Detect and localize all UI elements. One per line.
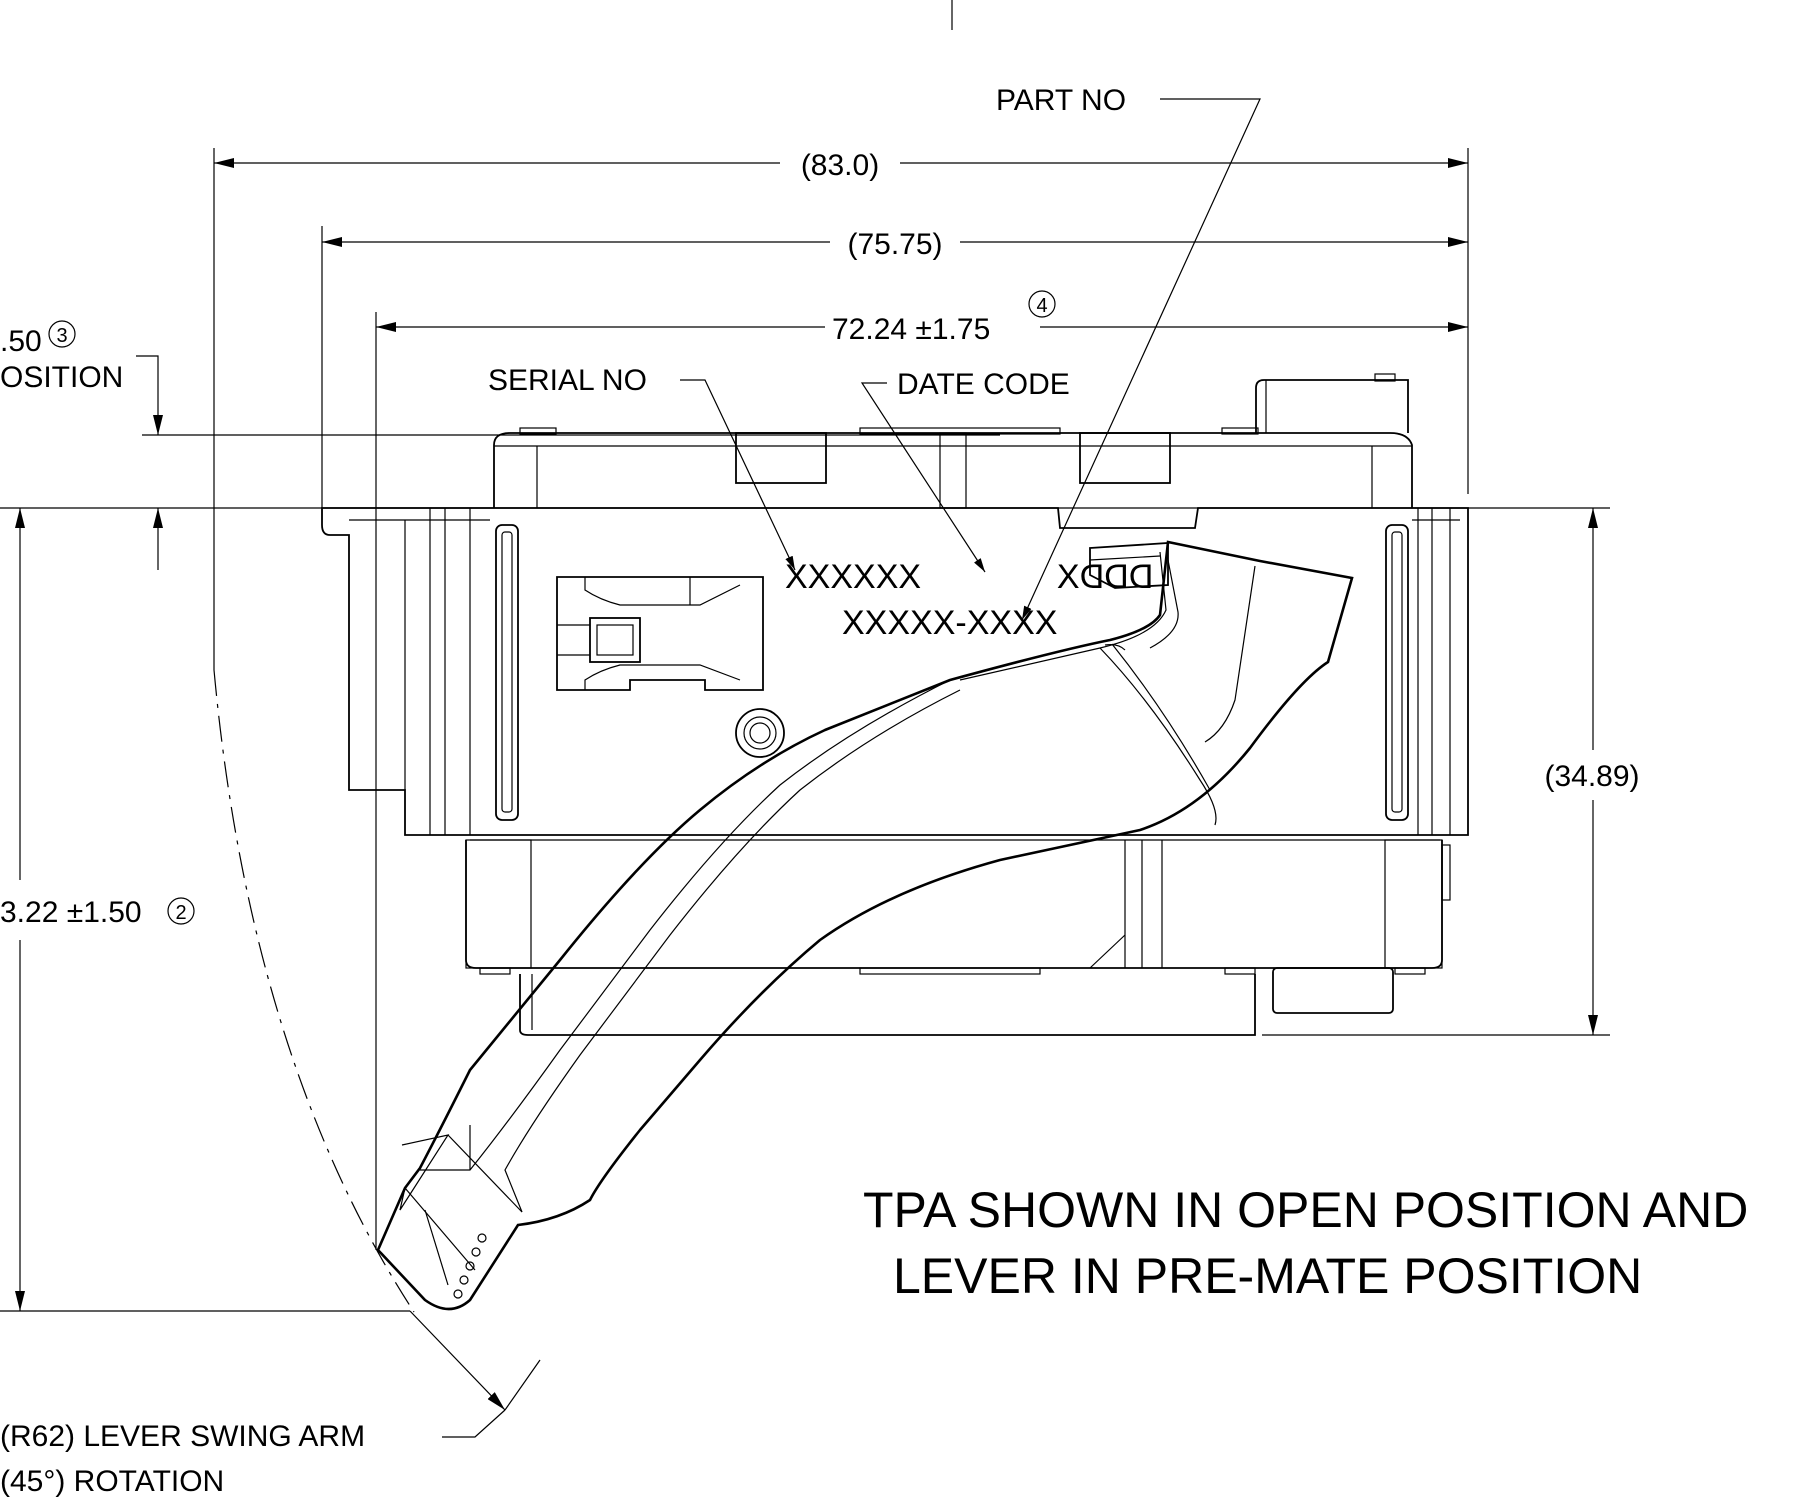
top-offset-value: .50 <box>0 325 42 358</box>
date-code-label: DATE CODE <box>897 368 1070 401</box>
part-no-label: PART NO <box>996 84 1126 117</box>
note-balloon-2-number: 2 <box>175 902 186 924</box>
height-label: 3.22 ±1.50 <box>0 896 142 929</box>
connector-housing <box>321 373 1469 1036</box>
body-width-label: 72.24 ±1.75 <box>832 313 990 346</box>
dimension-height: 3.22 ±1.50 2 <box>0 508 195 1311</box>
note-balloon-3-number: 3 <box>56 325 67 347</box>
cover-latch-left <box>735 432 827 484</box>
bottom-ribs <box>479 967 1426 975</box>
note-balloon-4 <box>1028 290 1056 318</box>
rotation-label: (45°) ROTATION <box>0 1465 224 1498</box>
flange-width-label: (75.75) <box>847 228 942 261</box>
callout-serial-no: SERIAL NO <box>488 364 796 571</box>
serial-no-label: SERIAL NO <box>488 364 647 397</box>
left-clip <box>556 576 764 691</box>
round-boss <box>735 708 785 758</box>
bottom-tray <box>519 974 1256 1036</box>
dimension-right-height: (34.89) <box>1544 508 1640 1035</box>
top-ribs <box>519 427 1259 435</box>
note-balloon-4-number: 4 <box>1036 295 1047 317</box>
date-marking: DDDX <box>1057 558 1153 596</box>
main-flange <box>321 507 1469 836</box>
lower-housing <box>465 840 1443 969</box>
dimension-body-width: 72.24 ±1.75 4 <box>376 290 1468 346</box>
swing-arm-leader: (R62) LEVER SWING ARM (45°) ROTATION <box>0 1310 541 1498</box>
dimension-top-offset: .50 3 OSITION <box>0 320 163 570</box>
top-cover <box>493 432 1413 508</box>
note-line-2: LEVER IN PRE-MATE POSITION <box>893 1248 1642 1304</box>
bottom-right-latch <box>1272 967 1394 1014</box>
right-slot <box>1385 524 1409 821</box>
note-balloon-3 <box>48 320 76 348</box>
top-offset-label: OSITION <box>0 361 123 394</box>
cover-latch-right <box>1079 432 1171 484</box>
lever <box>376 540 1354 1311</box>
lever-swing-arc <box>213 669 415 1313</box>
dimension-flange-width: (75.75) <box>322 228 1468 261</box>
note-line-1: TPA SHOWN IN OPEN POSITION AND <box>863 1182 1748 1238</box>
serial-marking: XXXXXX <box>785 558 921 596</box>
top-right-boss <box>1255 379 1409 433</box>
part-markings: XXXXXX DDDX XXXXX-XXXX <box>785 558 1153 642</box>
note-balloon-2 <box>167 897 195 925</box>
callout-date-code: DATE CODE <box>860 368 1070 573</box>
dimension-overall-width: (83.0) <box>214 149 1468 182</box>
lever-outline <box>376 540 1354 1311</box>
callout-part-no: PART NO <box>996 84 1261 621</box>
part-marking: XXXXX-XXXX <box>842 604 1057 642</box>
left-slot <box>495 524 519 821</box>
general-note: TPA SHOWN IN OPEN POSITION AND LEVER IN … <box>863 1182 1748 1304</box>
right-height-label: (34.89) <box>1544 760 1639 793</box>
overall-width-label: (83.0) <box>801 149 879 182</box>
extension-lines <box>0 148 1610 1312</box>
swing-arm-label: (R62) LEVER SWING ARM <box>0 1420 365 1453</box>
tpa-block <box>1089 542 1169 589</box>
